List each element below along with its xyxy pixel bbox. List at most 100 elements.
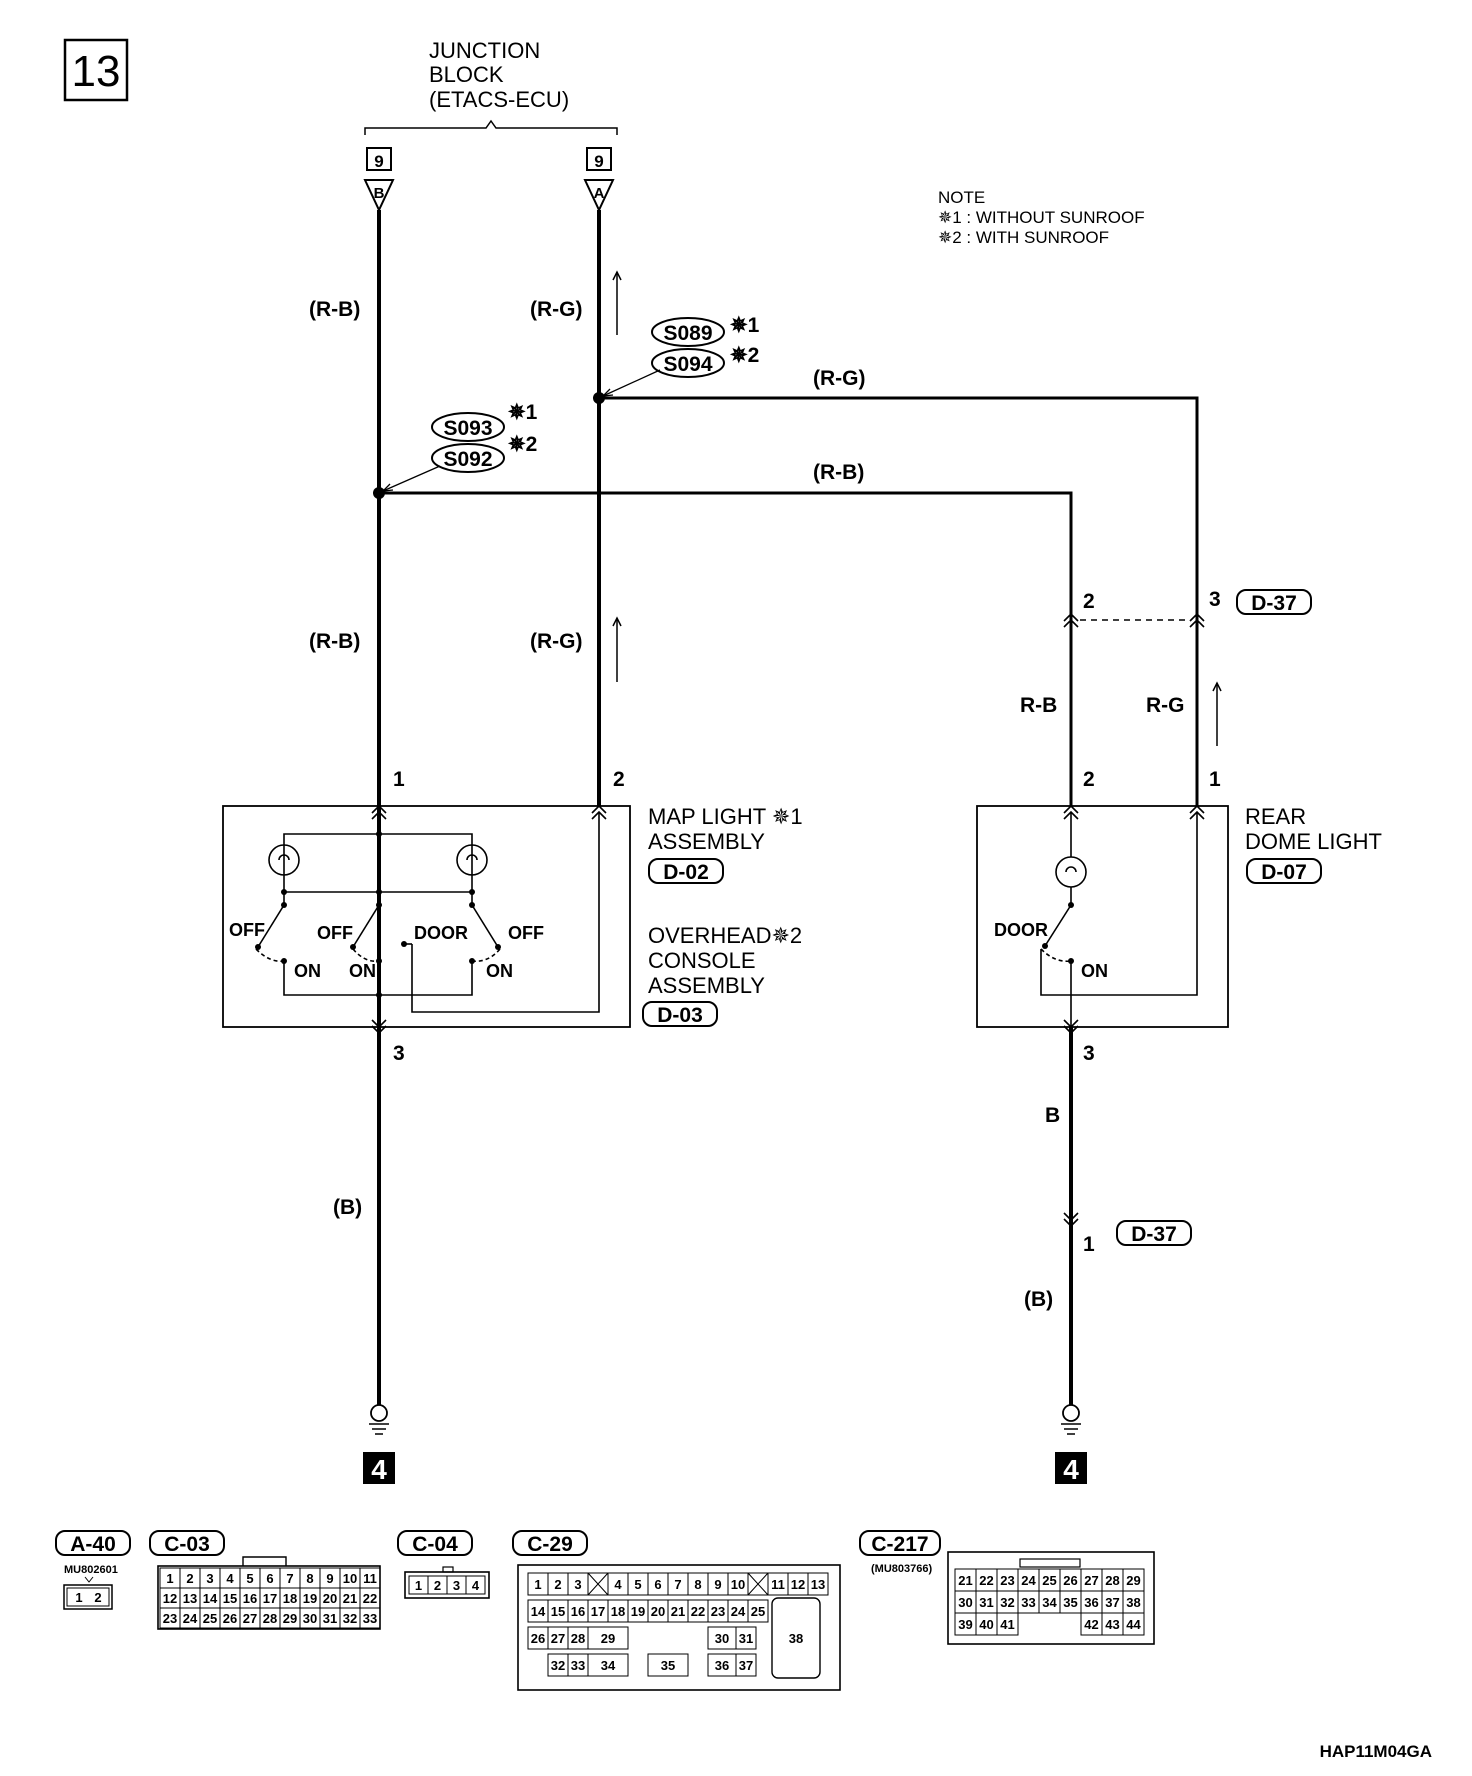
c217-pin-33: 33 xyxy=(1021,1595,1035,1610)
svg-text:S092: S092 xyxy=(443,448,492,471)
c29-pin-35-cell xyxy=(647,1653,689,1677)
c29-pin-28: 28 xyxy=(571,1631,585,1646)
svg-text:OVERHEAD✵2: OVERHEAD✵2 xyxy=(648,923,802,948)
c03-pin-32: 32 xyxy=(343,1611,357,1626)
svg-text:✵2: ✵2 xyxy=(507,433,537,456)
c29-pin-27: 27 xyxy=(551,1631,565,1646)
c29-blank-blank-mark xyxy=(747,1572,769,1596)
switch-label-door-1: DOOR xyxy=(414,923,468,943)
current-arrow-mid xyxy=(612,616,622,682)
c04-pin-4: 4 xyxy=(472,1578,480,1593)
c217-pin-44: 44 xyxy=(1126,1617,1141,1632)
svg-text:MAP LIGHT ✵1: MAP LIGHT ✵1 xyxy=(648,804,803,829)
c29-pin-14: 14 xyxy=(531,1604,546,1619)
splice-s093: S093 ✵1 xyxy=(431,401,538,442)
page-number: 13 xyxy=(72,47,121,96)
splice-leaders xyxy=(381,369,661,492)
svg-text:3: 3 xyxy=(393,1042,405,1065)
jb-title-line1: JUNCTION xyxy=(429,38,540,63)
c29-pin-31-cell xyxy=(735,1626,757,1650)
c03-pin-4: 4 xyxy=(226,1571,234,1586)
c04-pin-1: 1 xyxy=(415,1578,422,1593)
c03-pin-3: 3 xyxy=(206,1571,213,1586)
c29-pin-37: 37 xyxy=(739,1658,753,1673)
svg-text:2: 2 xyxy=(1083,768,1095,791)
connector-d07: D-07 xyxy=(1261,861,1307,884)
c29-pin-17: 17 xyxy=(591,1604,605,1619)
c29-pin-29: 29 xyxy=(601,1631,615,1646)
jb-title-line2: BLOCK xyxy=(429,62,504,87)
svg-text:C-04: C-04 xyxy=(412,1533,458,1556)
c03-pin-23: 23 xyxy=(163,1611,177,1626)
wire-label-rb-branch: (R-B) xyxy=(813,461,864,484)
switch-label-off-2: OFF xyxy=(317,923,353,943)
c29-pin-7: 7 xyxy=(674,1577,681,1592)
svg-text:2: 2 xyxy=(613,768,625,791)
c29-pin-19: 19 xyxy=(631,1604,645,1619)
c03-pin-29: 29 xyxy=(283,1611,297,1626)
switch-label-on-1: ON xyxy=(294,961,321,981)
c217-pin-29: 29 xyxy=(1126,1573,1140,1588)
wire-label-rb-top: (R-B) xyxy=(309,298,360,321)
c04-pin-3: 3 xyxy=(453,1578,460,1593)
map-light-assembly: 1 2 3 xyxy=(222,768,631,1065)
c29-pin-34: 34 xyxy=(601,1658,616,1673)
c03-pin-31: 31 xyxy=(323,1611,337,1626)
c217-pin-24: 24 xyxy=(1021,1573,1036,1588)
c03-pin-27: 27 xyxy=(243,1611,257,1626)
c03-pin-28: 28 xyxy=(263,1611,277,1626)
svg-text:3: 3 xyxy=(1083,1042,1095,1065)
c217-pin-22: 22 xyxy=(979,1573,993,1588)
c29-pin-3: 3 xyxy=(574,1577,581,1592)
jb-title-line3: (ETACS-ECU) xyxy=(429,87,569,112)
c03-pin-18: 18 xyxy=(283,1591,297,1606)
c217-pin-27: 27 xyxy=(1084,1573,1098,1588)
wire-label-rg-top: (R-G) xyxy=(530,298,582,321)
c03-pin-7: 7 xyxy=(286,1571,293,1586)
c03-pin-12: 12 xyxy=(163,1591,177,1606)
c29-pin-20: 20 xyxy=(651,1604,665,1619)
splice-node-rb xyxy=(373,487,385,499)
svg-text:2: 2 xyxy=(1083,590,1095,613)
c29-pin-37-cell xyxy=(735,1653,757,1677)
c217-pin-30: 30 xyxy=(958,1595,972,1610)
c29-pin-34-cell xyxy=(587,1653,629,1677)
svg-text:✵2: ✵2 xyxy=(729,344,759,367)
c217-pin-28: 28 xyxy=(1105,1573,1119,1588)
svg-text:DOME LIGHT: DOME LIGHT xyxy=(1245,829,1382,854)
c29-pin-15: 15 xyxy=(551,1604,565,1619)
c217-pin-41-cell xyxy=(996,1612,1019,1636)
c03-pin-17: 17 xyxy=(263,1591,277,1606)
c29-pin-5: 5 xyxy=(634,1577,641,1592)
svg-text:1: 1 xyxy=(393,768,405,791)
c03-pin-19: 19 xyxy=(303,1591,317,1606)
jb-terminal-a-number: 9 xyxy=(594,152,603,171)
d37-label-lower: D-37 xyxy=(1131,1223,1177,1246)
ground-left: 4 xyxy=(363,1404,395,1485)
splice-s094: S094 ✵2 xyxy=(651,344,759,378)
c03-pin-11: 11 xyxy=(363,1571,377,1586)
c29-pin-30: 30 xyxy=(715,1631,729,1646)
c217-pin-26: 26 xyxy=(1063,1573,1077,1588)
svg-text:A-40: A-40 xyxy=(70,1533,116,1556)
svg-text:MU802601: MU802601 xyxy=(64,1564,118,1576)
svg-text:ASSEMBLY: ASSEMBLY xyxy=(648,829,765,854)
svg-text:REAR: REAR xyxy=(1245,804,1306,829)
c217-pin-40: 40 xyxy=(979,1617,993,1632)
ground-ref-right: 4 xyxy=(1063,1454,1079,1485)
c217-pin-23: 23 xyxy=(1000,1573,1014,1588)
wire-rg-branch xyxy=(599,396,1199,806)
switch-label-off-1: OFF xyxy=(229,920,265,940)
c217-pin-36: 36 xyxy=(1084,1595,1098,1610)
c03-pin-14: 14 xyxy=(203,1591,218,1606)
c217-pin-34: 34 xyxy=(1042,1595,1057,1610)
c29-pin-10: 10 xyxy=(731,1577,745,1592)
map-light-labels: MAP LIGHT ✵1 ASSEMBLY D-02 OVERHEAD✵2 CO… xyxy=(642,804,803,1027)
c29-pin-25: 25 xyxy=(751,1604,765,1619)
